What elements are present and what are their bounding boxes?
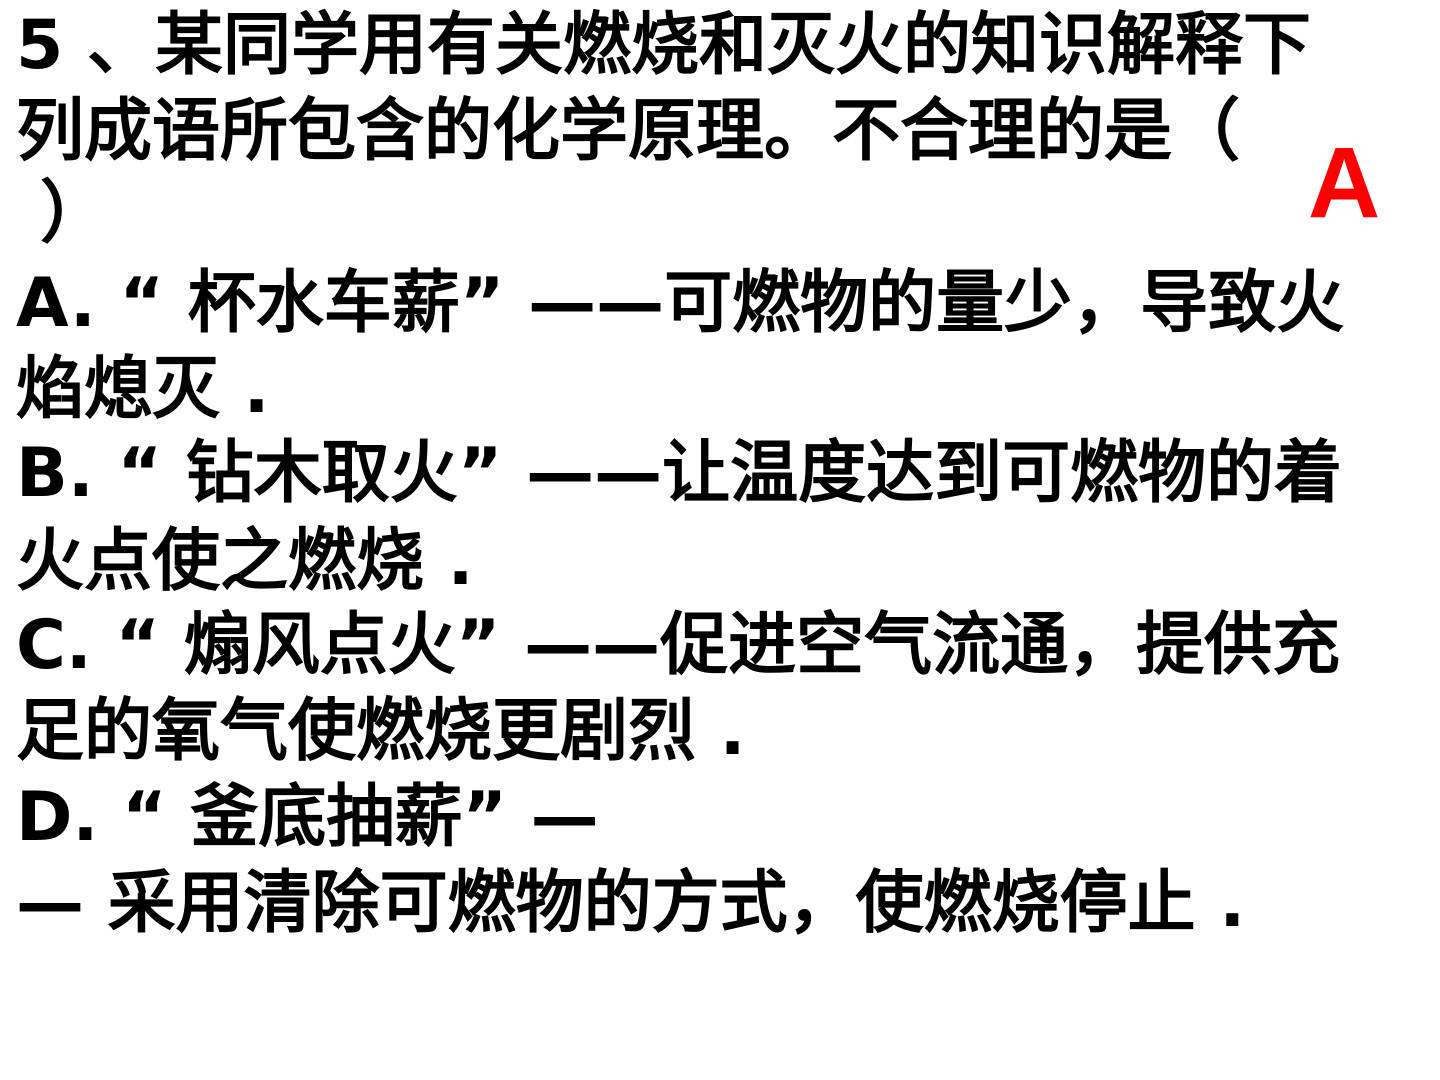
option-b-line-1: B. “ 钻木取火” ——让温度达到可燃物的着	[16, 434, 1343, 513]
option-a-line-2: 焰熄灭 .	[16, 350, 270, 429]
option-d-line-1: D. “ 釜底抽薪” —	[16, 778, 599, 857]
option-c-line-2: 足的氧气使燃烧更剧烈 .	[16, 692, 746, 771]
option-a-line-1: A. “ 杯水车薪” ——可燃物的量少，导致火	[16, 264, 1345, 343]
question-line-3: ）	[40, 174, 109, 253]
question-line-2: 列成语所包含的化学原理。不合理的是（	[16, 92, 1241, 171]
option-b-line-2: 火点使之燃烧 .	[16, 522, 474, 601]
question-line-1: 5 、某同学用有关燃烧和灭火的知识解释下	[16, 6, 1311, 85]
option-d-line-2: — 采用清除可燃物的方式，使燃烧停止 .	[16, 864, 1246, 943]
option-c-line-1: C. “ 煽风点火” ——促进空气流通，提供充	[16, 606, 1341, 685]
answer-mark: A	[1308, 127, 1381, 239]
